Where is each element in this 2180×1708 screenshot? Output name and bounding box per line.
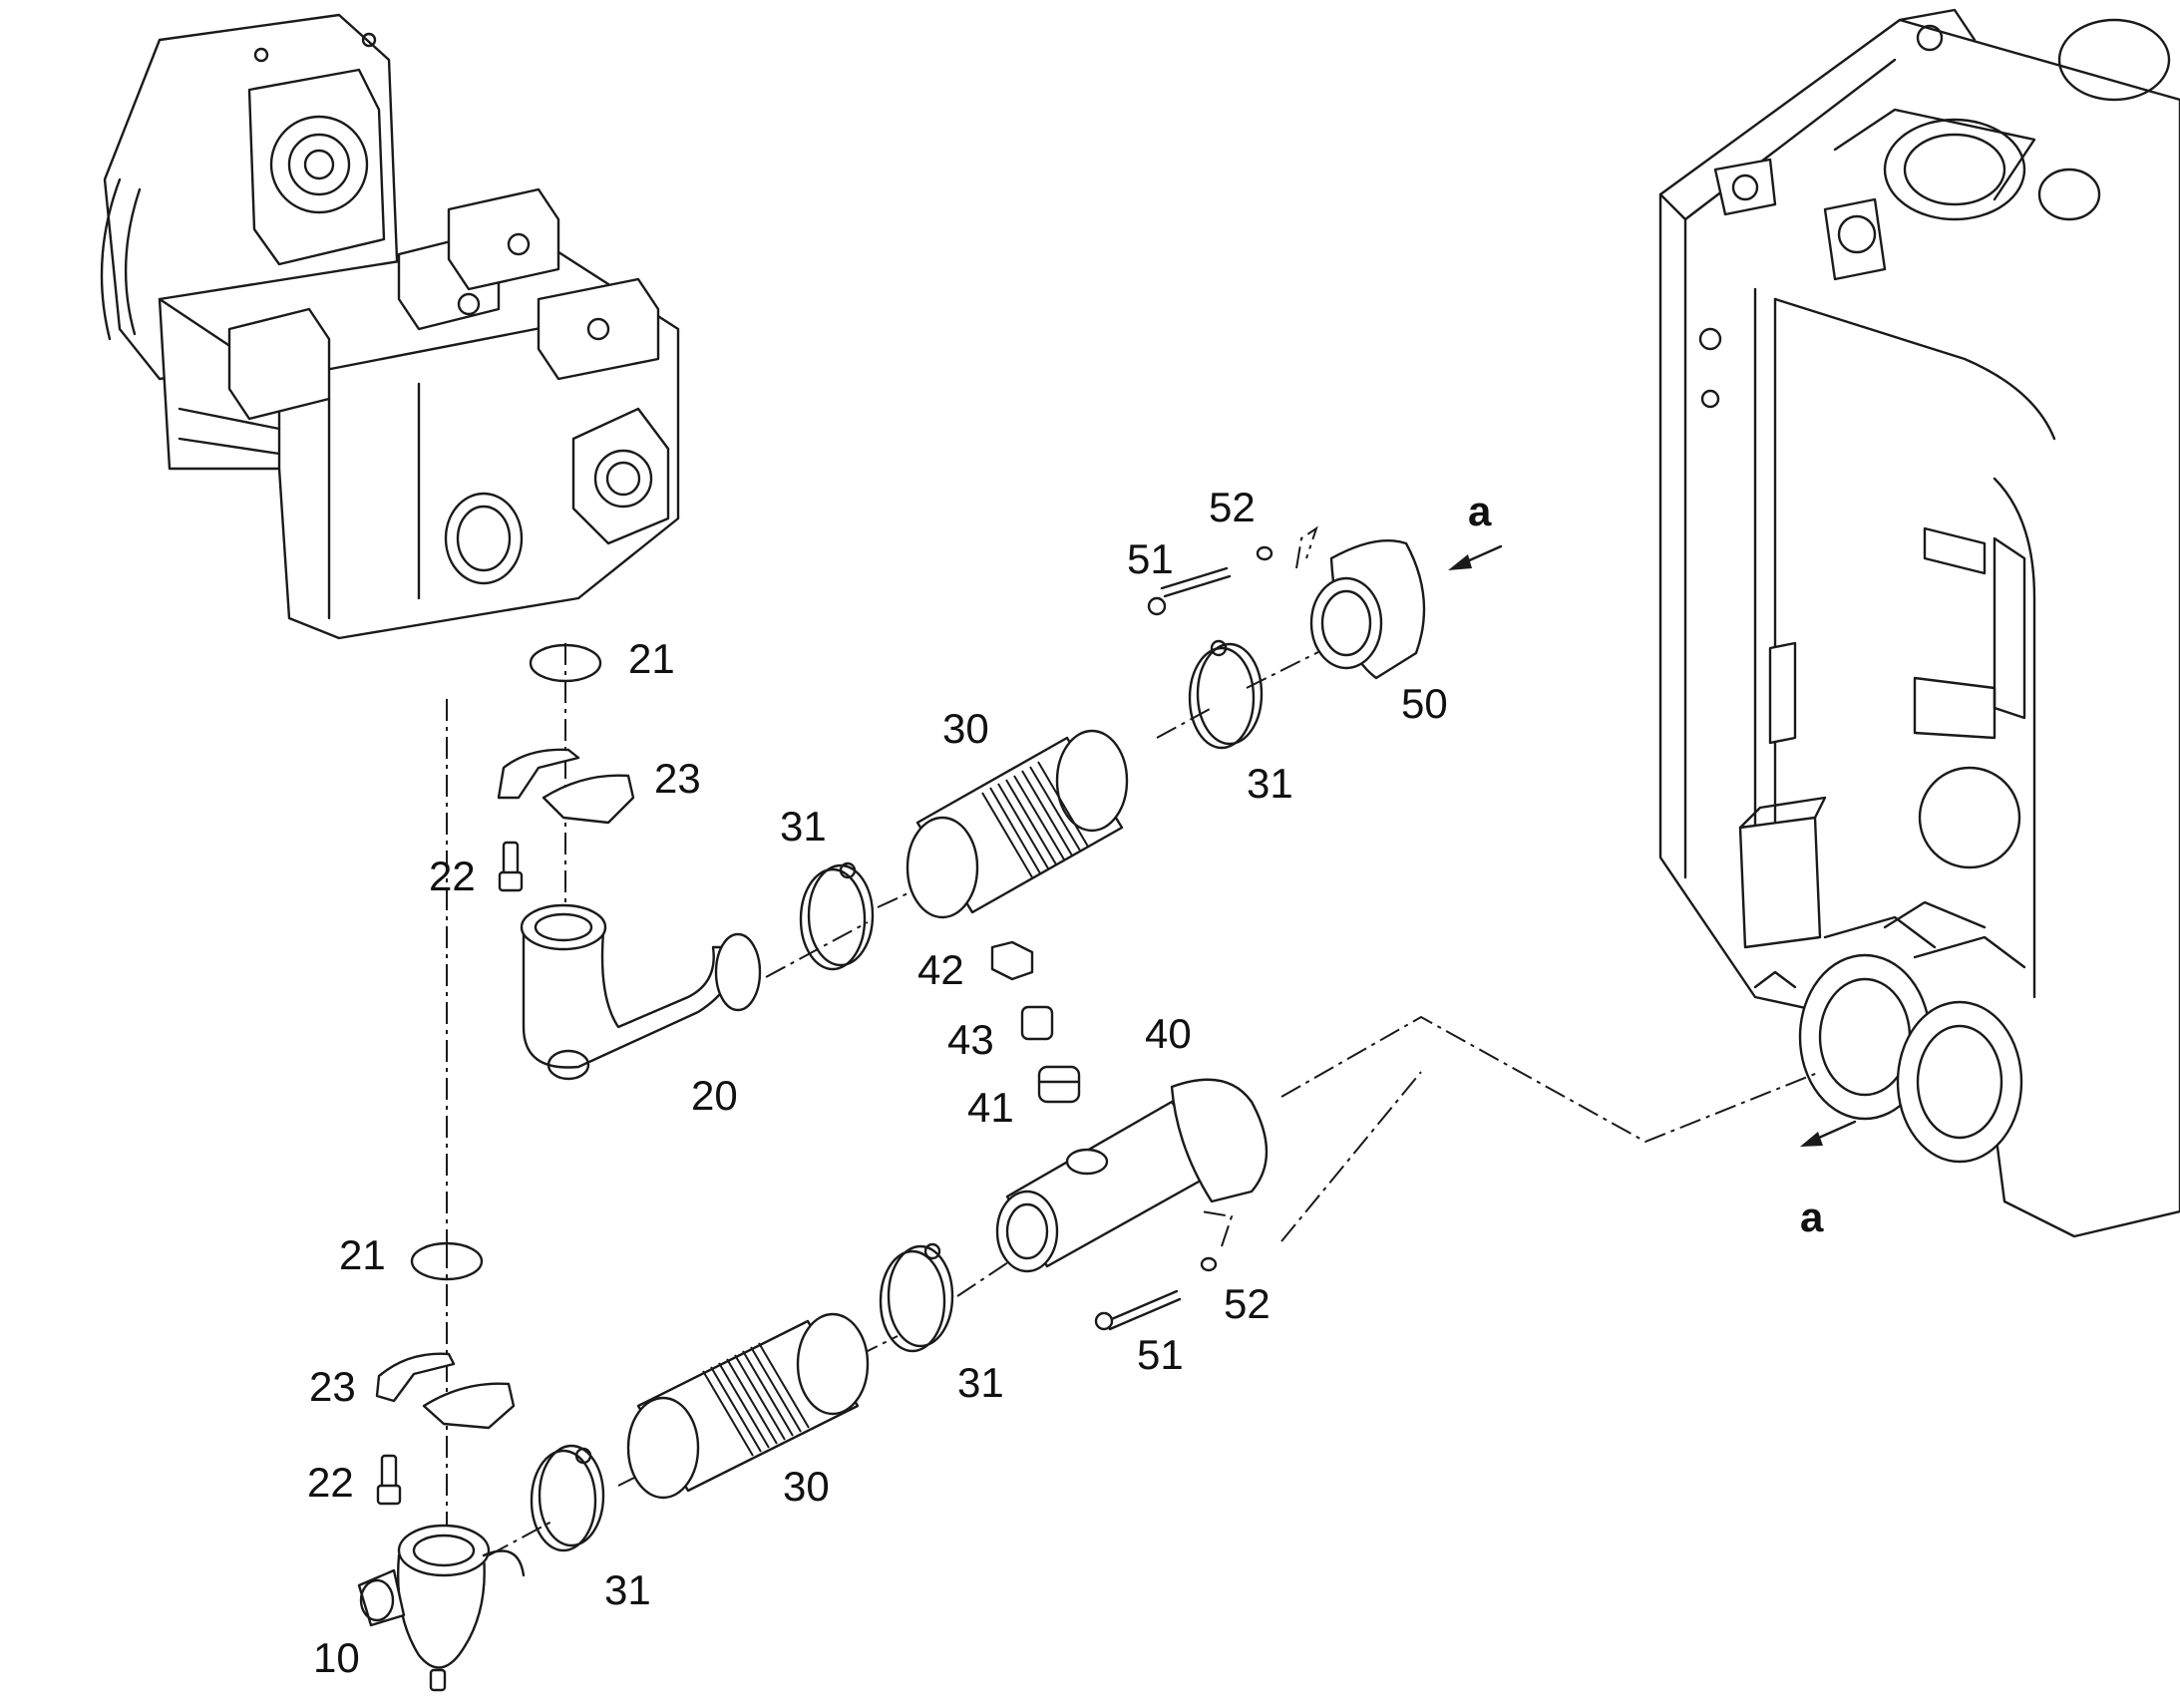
- bolt-22-top: [498, 841, 524, 892]
- callout-50: 50: [1401, 680, 1448, 727]
- callout-31-a: 31: [780, 803, 827, 850]
- callout-30-top: 30: [942, 705, 989, 752]
- direction-arrow-a-bottom: [1800, 1120, 1857, 1147]
- callout-31-c: 31: [957, 1359, 1004, 1406]
- view-marker-a-top: a: [1468, 488, 1492, 534]
- tank-frame-assembly: [1658, 8, 2180, 1238]
- o-ring-21-bottom: [410, 1241, 484, 1281]
- flanged-tube-40: [995, 1078, 1269, 1273]
- washer-52-bottom: [1200, 1256, 1218, 1272]
- callout-20: 20: [691, 1072, 738, 1119]
- callout-31-d: 31: [604, 1566, 651, 1613]
- callout-31-b: 31: [1247, 760, 1293, 807]
- bolt-22-bottom: [376, 1454, 402, 1506]
- callout-40: 40: [1145, 1010, 1192, 1057]
- callout-42: 42: [917, 946, 964, 993]
- callout-41: 41: [967, 1084, 1014, 1131]
- callout-10: 10: [313, 1634, 360, 1681]
- callout-30-bottom: 30: [783, 1463, 830, 1510]
- hose-clamp-31-d: [530, 1444, 605, 1552]
- nut-42: [990, 940, 1034, 981]
- callout-52-top: 52: [1209, 484, 1256, 530]
- callout-51-bottom: 51: [1137, 1331, 1184, 1378]
- hose-clamp-31-c: [879, 1242, 954, 1353]
- flange-50: [1309, 539, 1426, 680]
- view-marker-a-bottom: a: [1800, 1194, 1824, 1240]
- callout-23-top: 23: [654, 755, 701, 802]
- callout-21-bottom: 21: [339, 1231, 386, 1278]
- callout-52-bottom: 52: [1224, 1280, 1271, 1327]
- flex-hose-30-top: [906, 729, 1129, 919]
- clamp-halves-23-top: [497, 748, 635, 825]
- elbow-pipe-20: [520, 903, 762, 1081]
- hose-clamp-31-b: [1188, 639, 1264, 750]
- callout-51-top: 51: [1127, 535, 1174, 582]
- strainer-housing-10: [357, 1524, 526, 1692]
- callout-23-bottom: 23: [309, 1363, 356, 1410]
- long-bolt-51-top: [1147, 566, 1232, 616]
- callout-22-bottom: 22: [307, 1459, 354, 1506]
- hose-clamp-31-a: [799, 861, 875, 971]
- sleeve-43: [1020, 1005, 1054, 1041]
- hydraulic-pump-assembly: [100, 13, 680, 640]
- fitting-41: [1037, 1065, 1081, 1104]
- clamp-halves-23-bottom: [375, 1352, 516, 1430]
- flex-hose-30-bottom: [626, 1312, 870, 1500]
- direction-arrow-a-top: [1448, 544, 1503, 570]
- long-bolt-51-bottom: [1094, 1289, 1182, 1331]
- callout-22-top: 22: [429, 853, 476, 899]
- o-ring-21-top: [529, 643, 602, 683]
- washer-52-top: [1256, 545, 1273, 561]
- callout-21-top: 21: [628, 635, 675, 682]
- callout-43: 43: [947, 1016, 994, 1063]
